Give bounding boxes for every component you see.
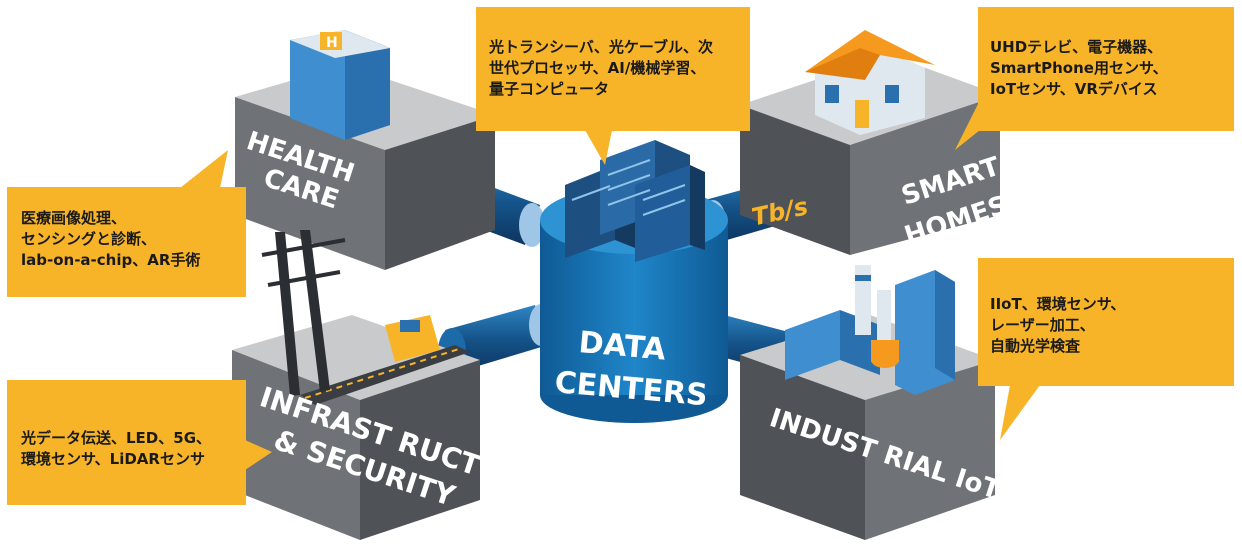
callout-top-line: 世代プロセッサ、AI/機械学習、 — [489, 59, 706, 77]
callout-top-line: 光トランシーバ、光ケーブル、次 — [489, 38, 713, 56]
callout-smarthomes-box — [955, 7, 1234, 150]
server-racks-icon — [565, 140, 705, 262]
callout-healthcare-line: センシングと診断、 — [21, 230, 157, 248]
power-tower-road-icon — [261, 230, 470, 405]
callout-industrial-line: 自動光学検査 — [990, 337, 1081, 355]
callout-healthcare: 医療画像処理、 センシングと診断、 lab-on-a-chip、AR手術 — [21, 208, 200, 271]
cube-industrial: INDUST RIAL IoT — [740, 265, 1004, 540]
callout-healthcare-line: 医療画像処理、 — [21, 209, 127, 227]
cube-healthcare: H HEALTH CARE — [235, 30, 495, 270]
callout-smarthomes-line: IoTセンサ、VRデバイス — [990, 80, 1158, 98]
callout-top-box — [476, 7, 750, 165]
callout-top: 光トランシーバ、光ケーブル、次 世代プロセッサ、AI/機械学習、 量子コンピュー… — [489, 37, 713, 100]
callout-healthcare-line: lab-on-a-chip、AR手術 — [21, 251, 201, 269]
house-icon — [805, 30, 935, 135]
callout-smarthomes-line: UHDテレビ、電子機器、 — [990, 38, 1163, 56]
callout-infrastructure-line: 光データ伝送、LED、5G、 — [21, 429, 212, 447]
callout-smarthomes-line: SmartPhone用センサ、 — [990, 59, 1168, 77]
callout-healthcare-box — [7, 150, 246, 297]
callout-smarthomes: UHDテレビ、電子機器、 SmartPhone用センサ、 IoTセンサ、VRデバ… — [990, 37, 1168, 100]
callout-industrial-box — [978, 258, 1234, 440]
callout-top-line: 量子コンピュータ — [489, 80, 610, 98]
callout-infrastructure-box — [7, 380, 272, 505]
factory-icon — [785, 265, 955, 395]
callout-industrial-line: レーザー加工、 — [990, 316, 1095, 334]
callout-infrastructure-line: 環境センサ、LiDARセンサ — [21, 450, 205, 468]
data-centers-line1: DATA — [577, 325, 668, 368]
callout-industrial-line: IIoT、環境センサ、 — [990, 295, 1126, 313]
callout-infrastructure: 光データ伝送、LED、5G、 環境センサ、LiDARセンサ — [21, 428, 211, 470]
svg-text:H: H — [326, 35, 338, 51]
hospital-building-icon: H — [290, 30, 390, 140]
data-centers-cylinder: DATA CENTERS — [540, 140, 728, 423]
callout-industrial: IIoT、環境センサ、 レーザー加工、 自動光学検査 — [990, 294, 1125, 357]
cube-infrastructure: INFRAST RUCTURE & SECURITY — [232, 230, 544, 540]
